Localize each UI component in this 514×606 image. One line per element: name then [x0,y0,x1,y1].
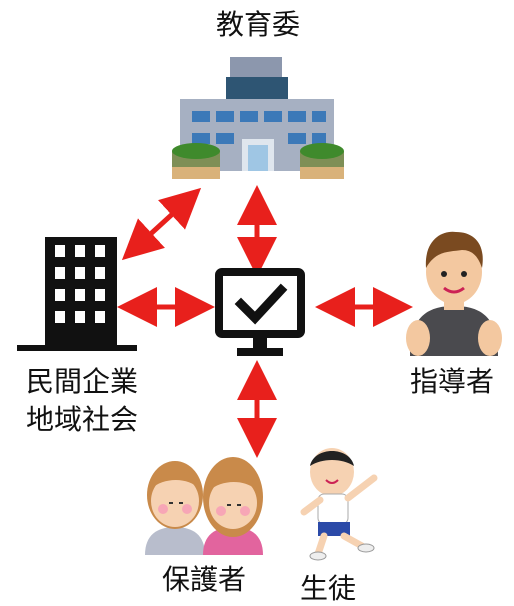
office-building-icon [17,235,137,353]
coach-person-icon [402,226,506,356]
parents-icon [135,455,273,555]
running-student-icon [300,442,390,562]
company-label-line2: 地域社会 [26,403,139,436]
instructor-label: 指導者 [410,365,495,398]
monitor-checkmark-icon [215,268,305,364]
school-building-icon [170,55,346,183]
parents-label: 保護者 [162,563,247,596]
arrow-company-board [121,187,202,261]
board-label: 教育委 [216,8,301,41]
student-label: 生徒 [300,572,357,605]
company-label-line1: 民間企業 [26,365,139,398]
